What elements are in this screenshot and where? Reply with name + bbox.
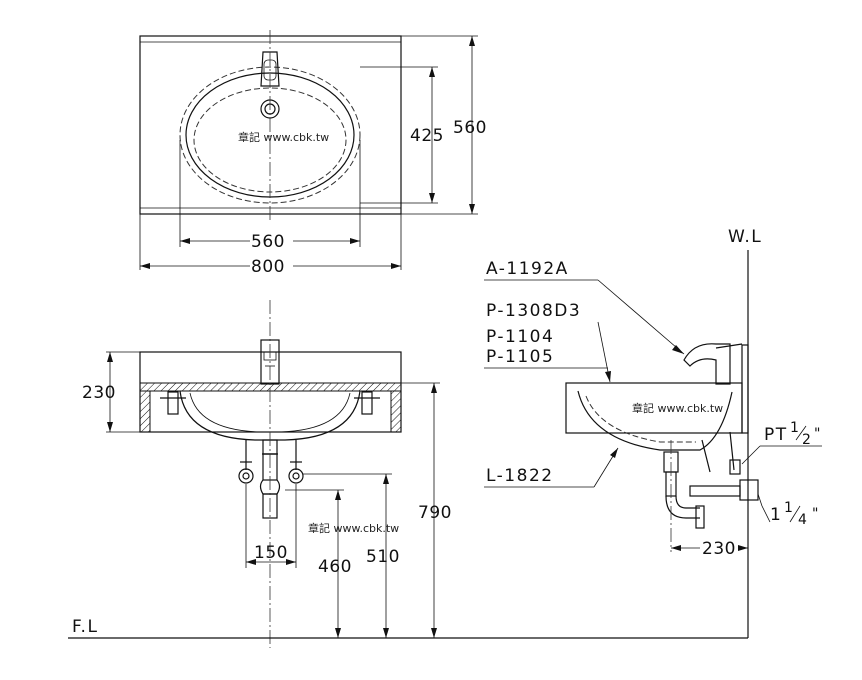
part-label-p1105: P-1105 bbox=[486, 347, 554, 367]
top-basin-width-label: 560 bbox=[251, 232, 285, 252]
faucet-side-icon bbox=[683, 343, 731, 385]
drain-size-den: 4 bbox=[798, 512, 807, 528]
supply-valve-right-icon bbox=[288, 468, 304, 484]
front-drain-offset-label: 150 bbox=[254, 543, 288, 563]
front-view: 230 150 460 510 790 章記 www.cbk.tw bbox=[82, 300, 452, 648]
part-label-p1308d3: P-1308D3 bbox=[486, 301, 581, 321]
supply-valve-left-icon bbox=[238, 468, 254, 484]
pt-size-den: 2 bbox=[802, 432, 811, 448]
side-view: W.L 章記 www.cbk.tw A-1192A P-1308D3 P-110… bbox=[484, 227, 822, 638]
drain-quote: " bbox=[812, 506, 818, 522]
pt-quote: " bbox=[814, 426, 820, 442]
part-label-basin: L-1822 bbox=[486, 466, 554, 486]
side-wall-offset-label: 230 bbox=[702, 539, 736, 559]
basin-outer-rim bbox=[179, 66, 361, 204]
part-label-faucet: A-1192A bbox=[486, 259, 569, 279]
top-basin-depth-label: 425 bbox=[410, 126, 444, 146]
part-label-p1104: P-1104 bbox=[486, 327, 554, 347]
pt-size-num: 1 bbox=[790, 420, 799, 436]
counter-outline-top bbox=[139, 35, 402, 215]
floor-label: F.L bbox=[72, 617, 98, 637]
watermark-side: 章記 www.cbk.tw bbox=[632, 401, 723, 415]
front-trap-height-label: 460 bbox=[318, 557, 352, 577]
front-supply-height-label: 510 bbox=[366, 547, 400, 567]
watermark-front: 章記 www.cbk.tw bbox=[308, 521, 399, 535]
faucet-top-icon bbox=[260, 51, 280, 87]
drain-size-whole: 1 bbox=[770, 505, 782, 525]
angle-valve-icon bbox=[729, 459, 741, 475]
basin-side bbox=[577, 390, 733, 451]
front-rim-height-label: 790 bbox=[418, 503, 452, 523]
trap-side-icon bbox=[665, 495, 700, 519]
top-view: 560 425 560 800 章記 www.cbk.tw bbox=[139, 30, 487, 277]
pt-label: PT bbox=[764, 425, 788, 445]
watermark-top: 章記 www.cbk.tw bbox=[238, 130, 329, 144]
drain-size-num: 1 bbox=[784, 500, 793, 516]
top-width-label: 800 bbox=[251, 257, 285, 277]
wall-label: W.L bbox=[728, 227, 762, 247]
front-counter-height-label: 230 bbox=[82, 383, 116, 403]
top-depth-label: 560 bbox=[453, 118, 487, 138]
